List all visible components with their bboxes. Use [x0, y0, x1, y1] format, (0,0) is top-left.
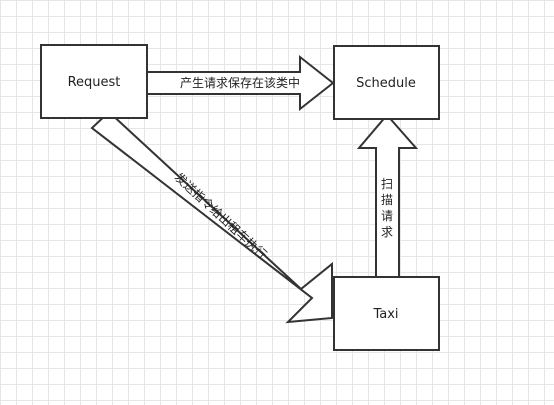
edge-label-request-to-schedule: 产生请求保存在该类中: [180, 75, 300, 90]
edge-request-to-schedule: 产生请求保存在该类中: [146, 54, 335, 112]
node-schedule[interactable]: Schedule: [333, 45, 440, 120]
arrow-taxi-to-schedule: [356, 113, 419, 278]
edge-request-to-taxi: 发送指令给出租车执行: [90, 110, 333, 324]
node-taxi[interactable]: Taxi: [333, 276, 440, 351]
node-request-box: [40, 44, 148, 119]
arrow-request-to-schedule: [146, 54, 335, 112]
edge-label-char-3: 请: [381, 209, 393, 223]
node-taxi-label: Taxi: [372, 307, 398, 322]
node-schedule-label: Schedule: [356, 76, 416, 91]
node-taxi-box: [333, 276, 440, 351]
edge-label-char-4: 求: [381, 225, 393, 239]
node-request[interactable]: Request: [40, 44, 148, 119]
arrow-request-to-taxi: [90, 110, 333, 324]
edge-label-char-2: 描: [381, 193, 393, 207]
edge-label-request-to-taxi: 发送指令给出租车执行: [172, 169, 270, 261]
node-request-label: Request: [68, 75, 121, 90]
edge-taxi-to-schedule: 扫 描 请 求: [356, 113, 419, 278]
edge-label-char-1: 扫: [381, 177, 393, 191]
node-schedule-box: [333, 45, 440, 120]
